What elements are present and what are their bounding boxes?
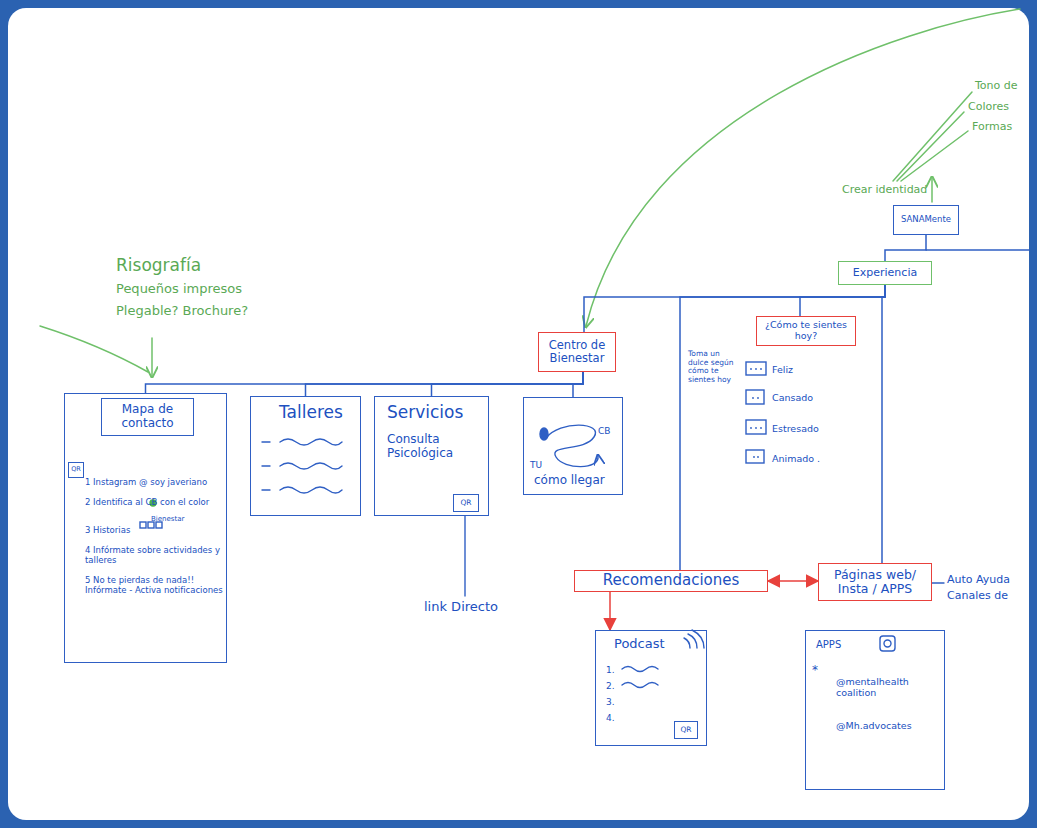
node-text: 2. [606, 681, 620, 691]
section-box: Recomendaciones [574, 570, 768, 592]
card-box: ServiciosConsulta PsicológicaQR [374, 396, 489, 516]
node-text: 4 Infórmate sobre actividades y talleres [85, 546, 223, 566]
green-curve-arrow [586, 9, 1020, 326]
list-squiggle [622, 667, 658, 688]
node-text: * [812, 664, 822, 678]
qr-box: QR [674, 721, 698, 739]
note-label: link Directo [424, 600, 498, 615]
node-text: 5 No te pierdas de nada!! Infórmate - Ac… [85, 576, 223, 596]
node-text: 2 Identifica al CB con el color [85, 498, 223, 508]
connector [885, 235, 926, 261]
green-fan-line [897, 112, 964, 181]
connector [800, 285, 885, 316]
leader-line [464, 516, 465, 596]
node-text: @mentalhealth coalition [836, 677, 936, 699]
candy-box [746, 362, 766, 463]
note-label: Feliz [772, 365, 793, 376]
note-label: Cansado [772, 393, 813, 404]
note-label: Canales de [947, 590, 1008, 603]
node-text: Servicios [387, 403, 482, 423]
green-fan-line [901, 131, 968, 181]
node-text: @Mh.advocates [836, 721, 936, 732]
brand-box: SANAMente [893, 205, 959, 235]
section-box: ¿Cómo te sientes hoy? [756, 316, 856, 346]
node-text: 1 Instagram @ soy javeriano [85, 478, 223, 488]
qr-box: QR [453, 494, 479, 512]
node-text: Mapa de contacto [106, 403, 189, 431]
squiggle [262, 439, 342, 445]
node-text: cómo llegar [534, 474, 614, 488]
node-text: 1. [606, 665, 620, 675]
section-box: Experiencia [838, 261, 932, 285]
connector [432, 372, 584, 396]
node-text: QR [71, 466, 81, 473]
note-label: Tono de [975, 80, 1018, 93]
node-text: CB [598, 426, 616, 436]
section-box: Páginas web/ Insta / APPS [818, 563, 932, 601]
heading-box: Mapa de contacto [101, 398, 194, 436]
node-text: QR [680, 726, 691, 735]
node-text: 4. [606, 713, 620, 723]
node-text: Podcast [614, 637, 684, 652]
connector [573, 372, 583, 397]
section-box: Centro de Bienestar [538, 332, 616, 372]
card-box: TU CB cómo llegar [523, 397, 623, 495]
node-text: Bienestar [151, 515, 211, 523]
card-box: APPS * @mentalhealth coalition @Mh.advocate… [805, 630, 945, 790]
node-text: Páginas web/ Insta / APPS [823, 568, 927, 597]
node-text: SANAMente [901, 215, 951, 225]
node-text: TU [530, 460, 550, 470]
branch-line [926, 249, 1029, 250]
squiggle [262, 463, 342, 469]
connector [768, 580, 818, 582]
note-label: Estresado [772, 424, 819, 435]
note-label: Pequeños impresos [116, 282, 242, 297]
node-text: Consulta Psicológica [387, 433, 477, 461]
note-label: Animado . [772, 454, 820, 465]
note-label: Colores [968, 101, 1009, 114]
connector [146, 372, 584, 393]
connector [609, 592, 611, 630]
node-text: Recomendaciones [603, 572, 740, 589]
note-label: Risografía [116, 256, 201, 276]
node-text: 3 Historias [85, 526, 145, 536]
note-label: Auto Ayuda [947, 574, 1010, 587]
leader-line [932, 582, 944, 583]
qr-box: QR [68, 462, 84, 478]
connector [882, 285, 885, 563]
candy-dots [750, 368, 762, 458]
node-text: 3. [606, 697, 620, 707]
instagram-icon [880, 636, 895, 651]
note-label: Formas [972, 121, 1012, 134]
route-path [546, 425, 598, 467]
green-pointer [40, 326, 148, 372]
start-pin [540, 428, 548, 440]
connector [306, 372, 584, 396]
squiggle [262, 487, 342, 493]
node-text: ¿Cómo te sientes hoy? [761, 320, 851, 342]
card-box: Talleres [250, 396, 361, 516]
green-arrow [151, 338, 153, 376]
green-fan-line [893, 92, 972, 181]
note-label: Plegable? Brochure? [116, 304, 248, 319]
node-text: APPS [816, 639, 856, 651]
instagram-icon [884, 640, 891, 647]
green-arrow-up [931, 178, 933, 202]
node-text: Experiencia [853, 267, 917, 280]
card-box: Podcast 1. 2. 3. 4. QR [595, 630, 707, 746]
node-text: QR [460, 499, 471, 508]
card-box: 1 Instagram @ soy javeriano 2 Identifica … [64, 393, 227, 663]
node-text: Talleres [279, 403, 359, 423]
note-label: Toma un dulce según cómo te sientes hoy [688, 350, 738, 385]
connector [680, 285, 885, 570]
sound-waves [684, 630, 704, 648]
node-text: Centro de Bienestar [543, 339, 611, 365]
note-label: Crear identidad [842, 184, 927, 197]
